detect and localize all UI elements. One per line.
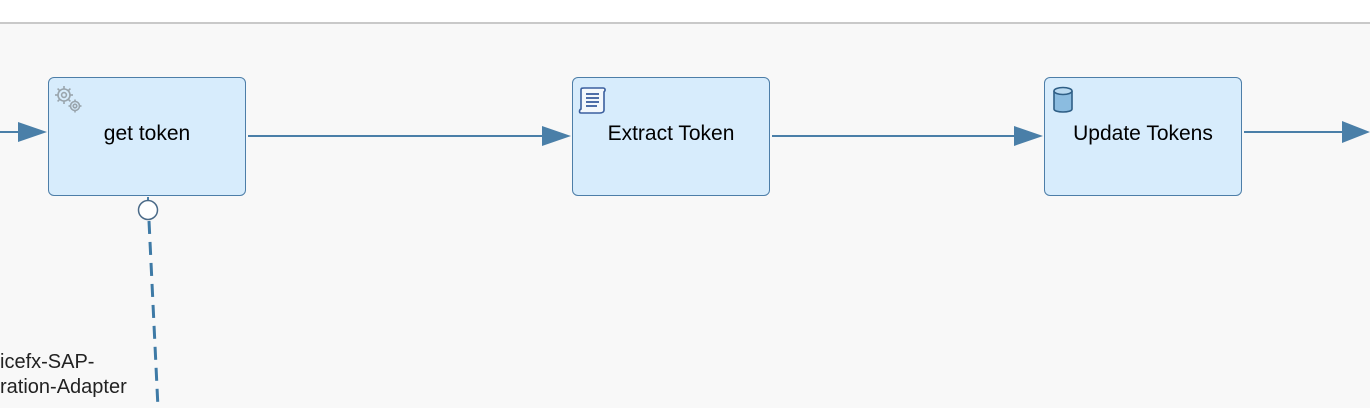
message-flow-receiver-connection[interactable] — [137, 197, 160, 408]
step-update-tokens[interactable]: Update Tokens — [1044, 77, 1242, 196]
step-get-token[interactable]: get token — [48, 77, 246, 196]
step-label: Update Tokens — [1073, 122, 1213, 145]
step-label: get token — [103, 122, 191, 145]
canvas-header-band — [0, 0, 1370, 24]
sequence-flow-outgoing[interactable] — [1244, 121, 1370, 143]
step-label: Extract Token — [607, 122, 735, 145]
external-participant-label-line2: ration-Adapter — [0, 376, 127, 398]
database-icon — [1049, 84, 1081, 116]
sequence-flow-get-token-to-extract-token[interactable] — [248, 126, 571, 146]
external-participant-label: icefx-SAP- ration-Adapter — [0, 350, 127, 400]
sequence-flow-extract-token-to-update-tokens[interactable] — [772, 126, 1043, 146]
gear-icon — [53, 84, 85, 116]
step-extract-token[interactable]: Extract Token — [572, 77, 770, 196]
sequence-flow-incoming[interactable] — [0, 122, 47, 142]
external-participant-label-line1: icefx-SAP- — [0, 351, 95, 373]
script-icon — [577, 84, 609, 116]
